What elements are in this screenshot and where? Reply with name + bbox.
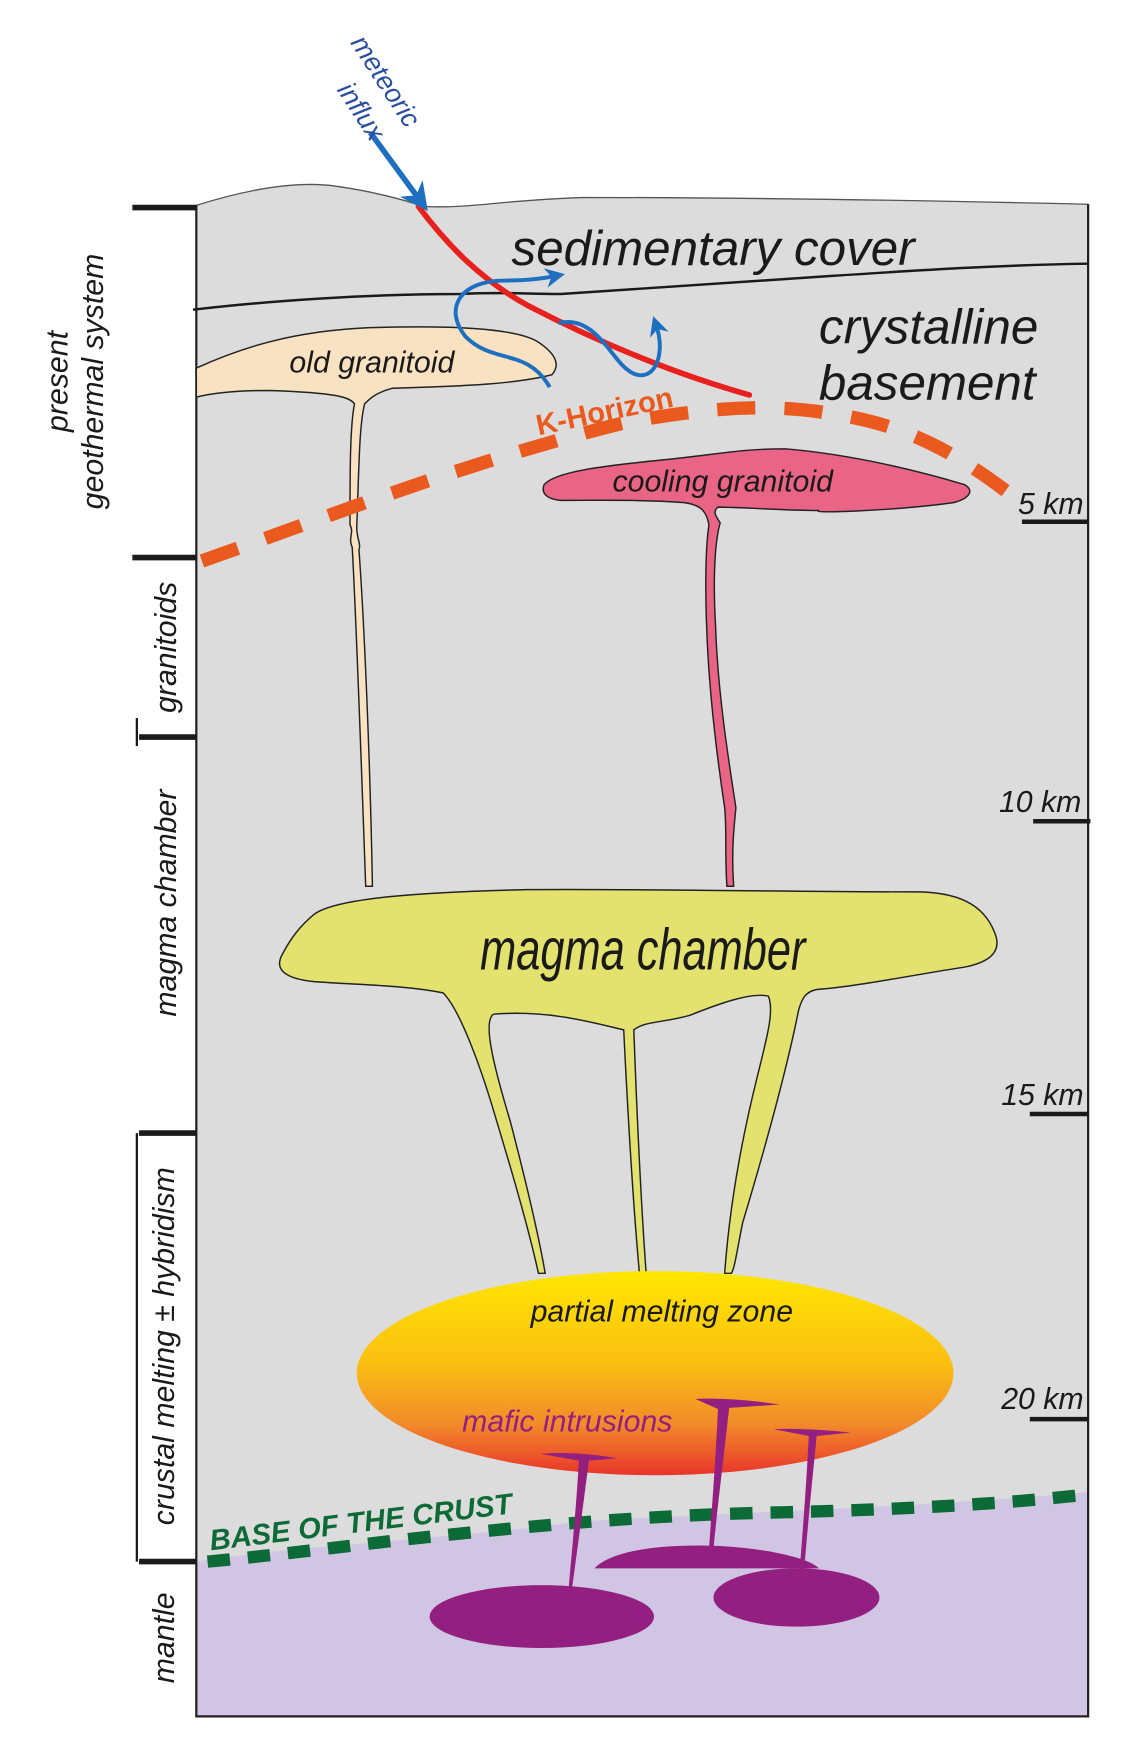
depth-label-5km: 5 km [1018,488,1084,521]
cooling-granitoid [542,448,971,888]
zone-label-granitoids: granitoids [150,582,183,713]
fault-line [415,203,753,398]
zone-label-magma-chamber: magma chamber [150,788,183,1017]
crystalline-label: crystalline [819,299,1038,354]
sedimentary-cover-label: sedimentary cover [512,221,918,276]
k-horizon-line [199,401,1014,568]
depth-label-20km: 20 km [1000,1383,1083,1416]
zone-label-geothermal-system: geothermal system [77,254,110,510]
cooling-granitoid-label: cooling granitoid [612,465,834,498]
mafic-body-right [713,1568,880,1627]
magma-chamber-label: magma chamber [480,917,807,982]
old-granitoid-label: old granitoid [289,347,455,380]
zone-label-mantle: mantle [148,1592,181,1683]
sediment-basement-boundary [192,262,1089,311]
magma-chamber [278,888,998,1275]
depth-scale-ticks [1021,519,1091,1422]
mafic-dike-1 [540,1453,617,1588]
mafic-dike-2 [695,1398,780,1549]
circulation-arrow-1 [453,268,565,389]
zone-label-present: present [41,329,74,433]
side-zone-ticks [132,204,197,1565]
partial-melting-zone [356,1271,954,1476]
depth-label-10km: 10 km [999,786,1081,819]
mafic-intrusions-label: mafic intrusions [462,1405,672,1438]
mafic-dike-3 [774,1428,851,1582]
circulation-arrow-2 [558,316,669,378]
depth-label-15km: 15 km [1001,1079,1083,1112]
mafic-intrusions [429,1398,880,1648]
mafic-body-left [429,1585,654,1648]
partial-melting-zone-label: partial melting zone [530,1296,793,1329]
zone-label-crustal-melting: crustal melting ± hybridism [148,1167,181,1525]
mafic-sill-top [594,1545,819,1569]
old-granitoid [195,326,557,888]
basement-label: basement [819,355,1038,410]
base-of-crust-line [206,1488,1089,1568]
section-frame [195,204,1090,1718]
meteoric-influx-arrow [367,130,428,212]
